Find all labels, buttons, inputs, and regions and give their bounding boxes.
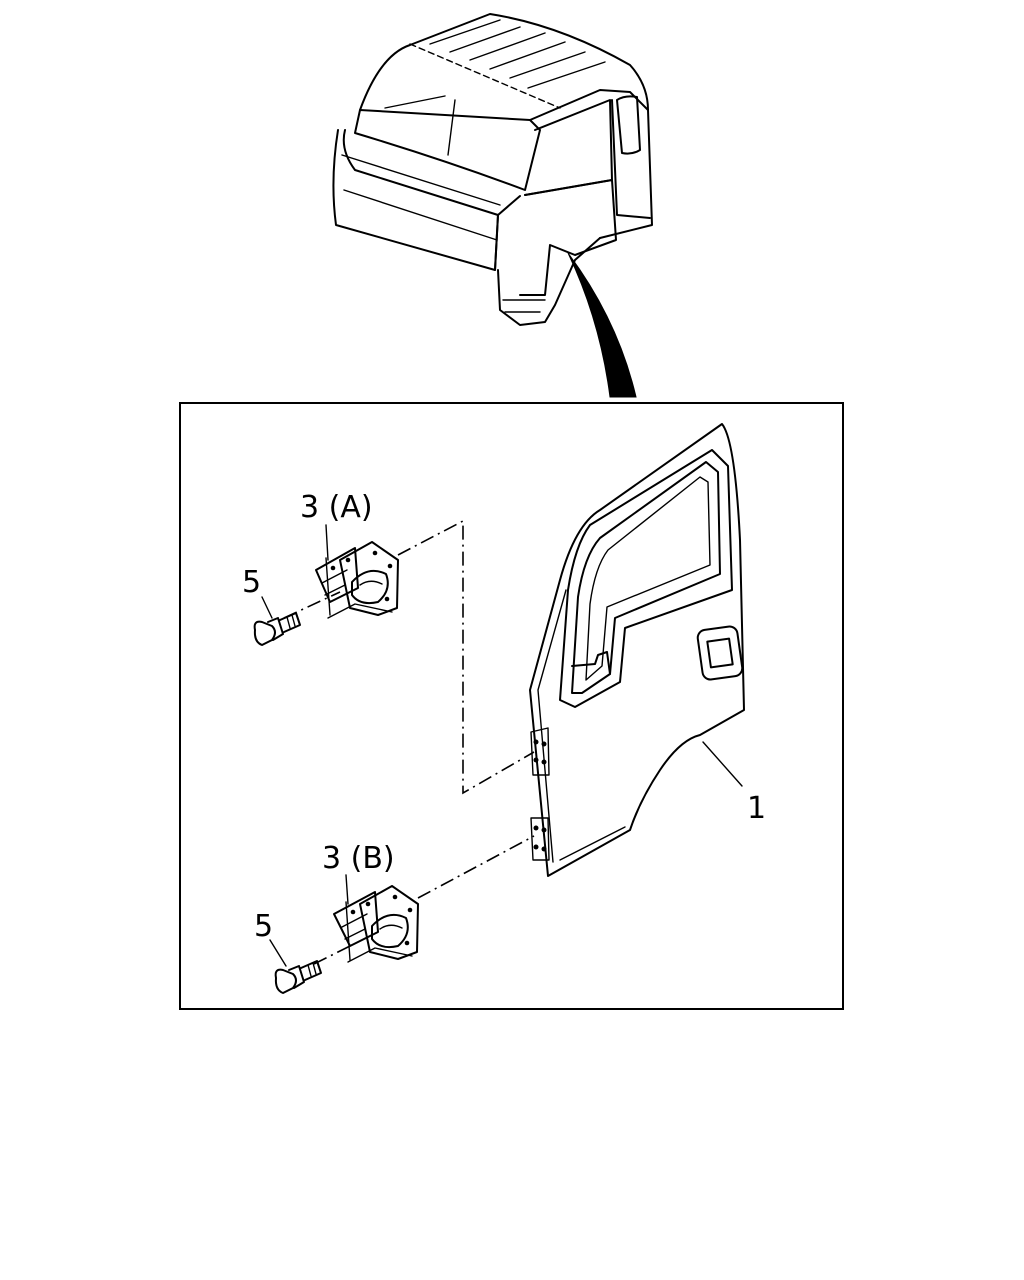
- upper-bolt: [253, 596, 301, 646]
- label-bolt-upper: 5: [242, 565, 261, 600]
- label-bolt-lower: 5: [254, 909, 273, 944]
- label-hinge-upper: 3 (A): [300, 490, 373, 525]
- lower-bolt: [269, 939, 322, 994]
- label-door: 1: [747, 791, 766, 826]
- label-hinge-lower: 3 (B): [322, 841, 395, 876]
- upper-hinge: [315, 524, 399, 619]
- truck-cab-illustration: [332, 13, 653, 398]
- door-panel: [529, 423, 745, 877]
- lower-hinge: [333, 874, 419, 963]
- detail-frame: [179, 402, 844, 1010]
